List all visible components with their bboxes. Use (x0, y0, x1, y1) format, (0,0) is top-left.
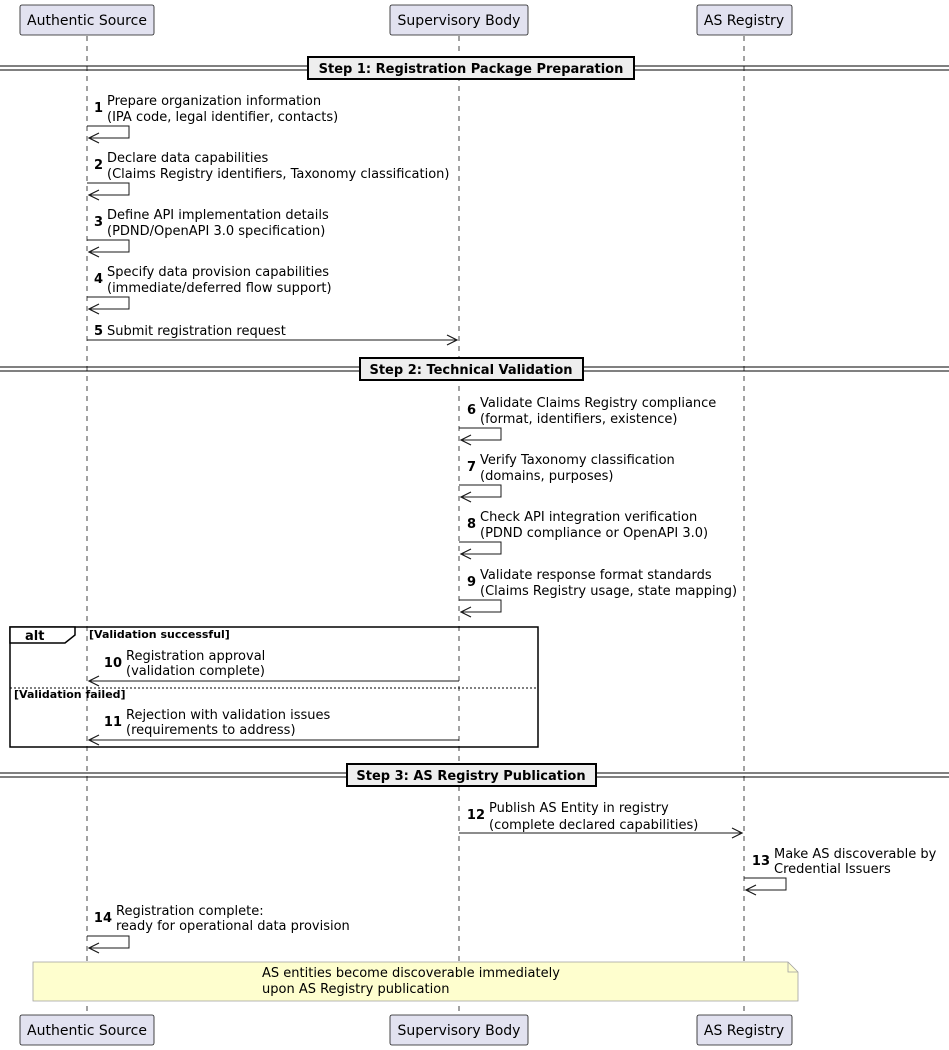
message-1: 1 Prepare organization information (IPA … (87, 94, 338, 144)
message-5: 5 Submit registration request (87, 324, 459, 346)
message-line: Specify data provision capabilities (107, 265, 329, 280)
message-number: 13 (752, 854, 770, 869)
message-3: 3 Define API implementation details (PDN… (87, 208, 329, 258)
participant-supervisory-body-bottom: Supervisory Body (389, 1014, 529, 1046)
message-line: Registration approval (126, 649, 265, 664)
message-line: (PDND compliance or OpenAPI 3.0) (480, 526, 708, 541)
message-line: (Claims Registry identifiers, Taxonomy c… (107, 167, 449, 182)
divider-step-3: Step 3: AS Registry Publication (0, 763, 949, 787)
divider-step-1: Step 1: Registration Package Preparation (0, 56, 949, 80)
message-number: 3 (94, 215, 103, 230)
note-line: AS entities become discoverable immediat… (262, 966, 560, 981)
message-7: 7 Verify Taxonomy classification (domain… (459, 453, 675, 503)
message-line: Make AS discoverable by (774, 847, 937, 862)
message-line: Validate response format standards (480, 568, 712, 583)
message-line: ready for operational data provision (116, 919, 350, 934)
alt-keyword: alt (25, 629, 44, 644)
message-line: (format, identifiers, existence) (480, 412, 678, 427)
message-10: 10 Registration approval (validation com… (87, 649, 459, 687)
message-line: Registration complete: (116, 904, 264, 919)
participant-label: Supervisory Body (398, 1023, 521, 1039)
message-line: Check API integration verification (480, 510, 697, 525)
participant-label: Authentic Source (27, 13, 147, 29)
message-number: 10 (104, 656, 122, 671)
message-number: 6 (467, 403, 476, 418)
participant-label: AS Registry (704, 1023, 784, 1039)
message-8: 8 Check API integration verification (PD… (459, 510, 708, 560)
alt-fragment: alt [Validation successful] [Validation … (9, 626, 539, 748)
alt-condition-failed: [Validation failed] (14, 688, 126, 701)
message-line: Declare data capabilities (107, 151, 268, 166)
message-number: 8 (467, 517, 476, 532)
participant-label: Authentic Source (27, 1023, 147, 1039)
message-13: 13 Make AS discoverable by Credential Is… (744, 847, 937, 896)
message-line: (immediate/deferred flow support) (107, 281, 332, 296)
participant-label: Supervisory Body (398, 13, 521, 29)
message-number: 5 (94, 324, 103, 339)
message-line: Prepare organization information (107, 94, 321, 109)
message-line: (Claims Registry usage, state mapping) (480, 584, 737, 599)
message-line: (requirements to address) (126, 723, 296, 738)
message-number: 14 (94, 911, 112, 926)
message-line: Define API implementation details (107, 208, 329, 223)
message-number: 7 (467, 460, 476, 475)
alt-condition-success: [Validation successful] (89, 628, 230, 641)
message-line: (PDND/OpenAPI 3.0 specification) (107, 224, 325, 239)
divider-label: Step 2: Technical Validation (369, 363, 572, 378)
message-14: 14 Registration complete: ready for oper… (87, 904, 350, 954)
divider-label: Step 1: Registration Package Preparation (319, 62, 624, 77)
message-12: 12 Publish AS Entity in registry (comple… (459, 801, 744, 839)
message-line: Credential Issuers (774, 862, 891, 877)
message-number: 2 (94, 158, 103, 173)
message-line: Submit registration request (107, 324, 286, 339)
participant-supervisory-body-top: Supervisory Body (389, 4, 529, 36)
message-line: Verify Taxonomy classification (480, 453, 675, 468)
message-line: (validation complete) (126, 664, 265, 679)
message-line: (domains, purposes) (480, 469, 613, 484)
participant-authentic-source-bottom: Authentic Source (19, 1014, 155, 1046)
message-line: (IPA code, legal identifier, contacts) (107, 110, 338, 125)
message-number: 11 (104, 715, 122, 730)
participant-authentic-source-top: Authentic Source (19, 4, 155, 36)
message-2: 2 Declare data capabilities (Claims Regi… (87, 151, 449, 201)
participant-as-registry-top: AS Registry (696, 4, 793, 36)
message-number: 9 (467, 575, 476, 590)
message-4: 4 Specify data provision capabilities (i… (87, 265, 332, 315)
divider-label: Step 3: AS Registry Publication (356, 769, 585, 784)
participant-label: AS Registry (704, 13, 784, 29)
divider-step-2: Step 2: Technical Validation (0, 357, 949, 381)
message-11: 11 Rejection with validation issues (req… (87, 708, 459, 746)
participant-as-registry-bottom: AS Registry (696, 1014, 793, 1046)
message-line: Publish AS Entity in registry (489, 801, 669, 816)
message-number: 12 (467, 808, 485, 823)
note: AS entities become discoverable immediat… (32, 961, 799, 1002)
message-9: 9 Validate response format standards (Cl… (459, 568, 737, 618)
message-number: 4 (94, 272, 103, 287)
message-number: 1 (94, 101, 103, 116)
note-line: upon AS Registry publication (262, 982, 449, 997)
message-6: 6 Validate Claims Registry compliance (f… (459, 396, 716, 446)
message-line: (complete declared capabilities) (489, 818, 698, 833)
message-line: Rejection with validation issues (126, 708, 330, 723)
message-line: Validate Claims Registry compliance (480, 396, 716, 411)
